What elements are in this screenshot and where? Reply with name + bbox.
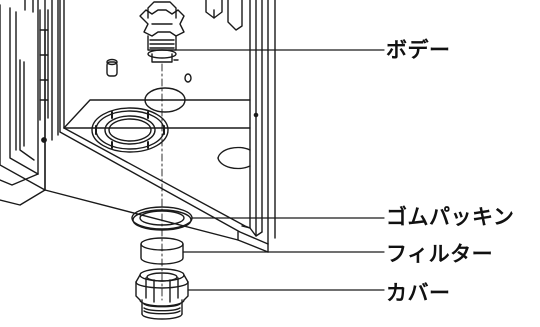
floor-plate	[44, 99, 269, 253]
right-wall	[249, 0, 276, 245]
hinge-strip	[24, 0, 49, 121]
label-filter: フィルター	[386, 242, 494, 266]
stud	[106, 58, 118, 77]
cabinet-left-frame	[0, 0, 59, 206]
label-body: ボデー	[386, 38, 451, 62]
top-bracket	[205, 0, 243, 31]
floor-gland	[91, 107, 169, 153]
floor-holes	[144, 73, 251, 170]
cover-part	[135, 268, 189, 320]
leader-lines	[175, 49, 385, 291]
filter-part	[140, 237, 184, 265]
back-wall	[59, 0, 251, 133]
label-cover: カバー	[386, 281, 451, 305]
label-gasket: ゴムパッキン	[386, 205, 515, 229]
body-part	[139, 1, 185, 63]
